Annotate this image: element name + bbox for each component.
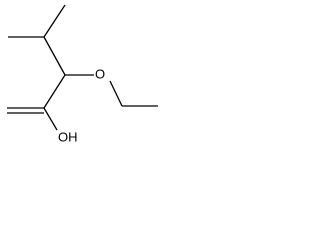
chemical-structure: O OH bbox=[7, 4, 158, 144]
bond-alpha-carbon-to-carboxyl-carbon bbox=[43, 74, 66, 109]
bond-methyl-top-to-ch bbox=[43, 4, 66, 38]
ether-oxygen-label: O bbox=[95, 66, 105, 81]
hydroxyl-label: OH bbox=[58, 129, 78, 144]
bond-carboxyl-carbon-to-hydroxyl bbox=[43, 107, 58, 131]
bond-ether-oxygen-to-ch2 bbox=[109, 80, 123, 107]
bond-ch-to-alpha-carbon bbox=[43, 36, 66, 76]
